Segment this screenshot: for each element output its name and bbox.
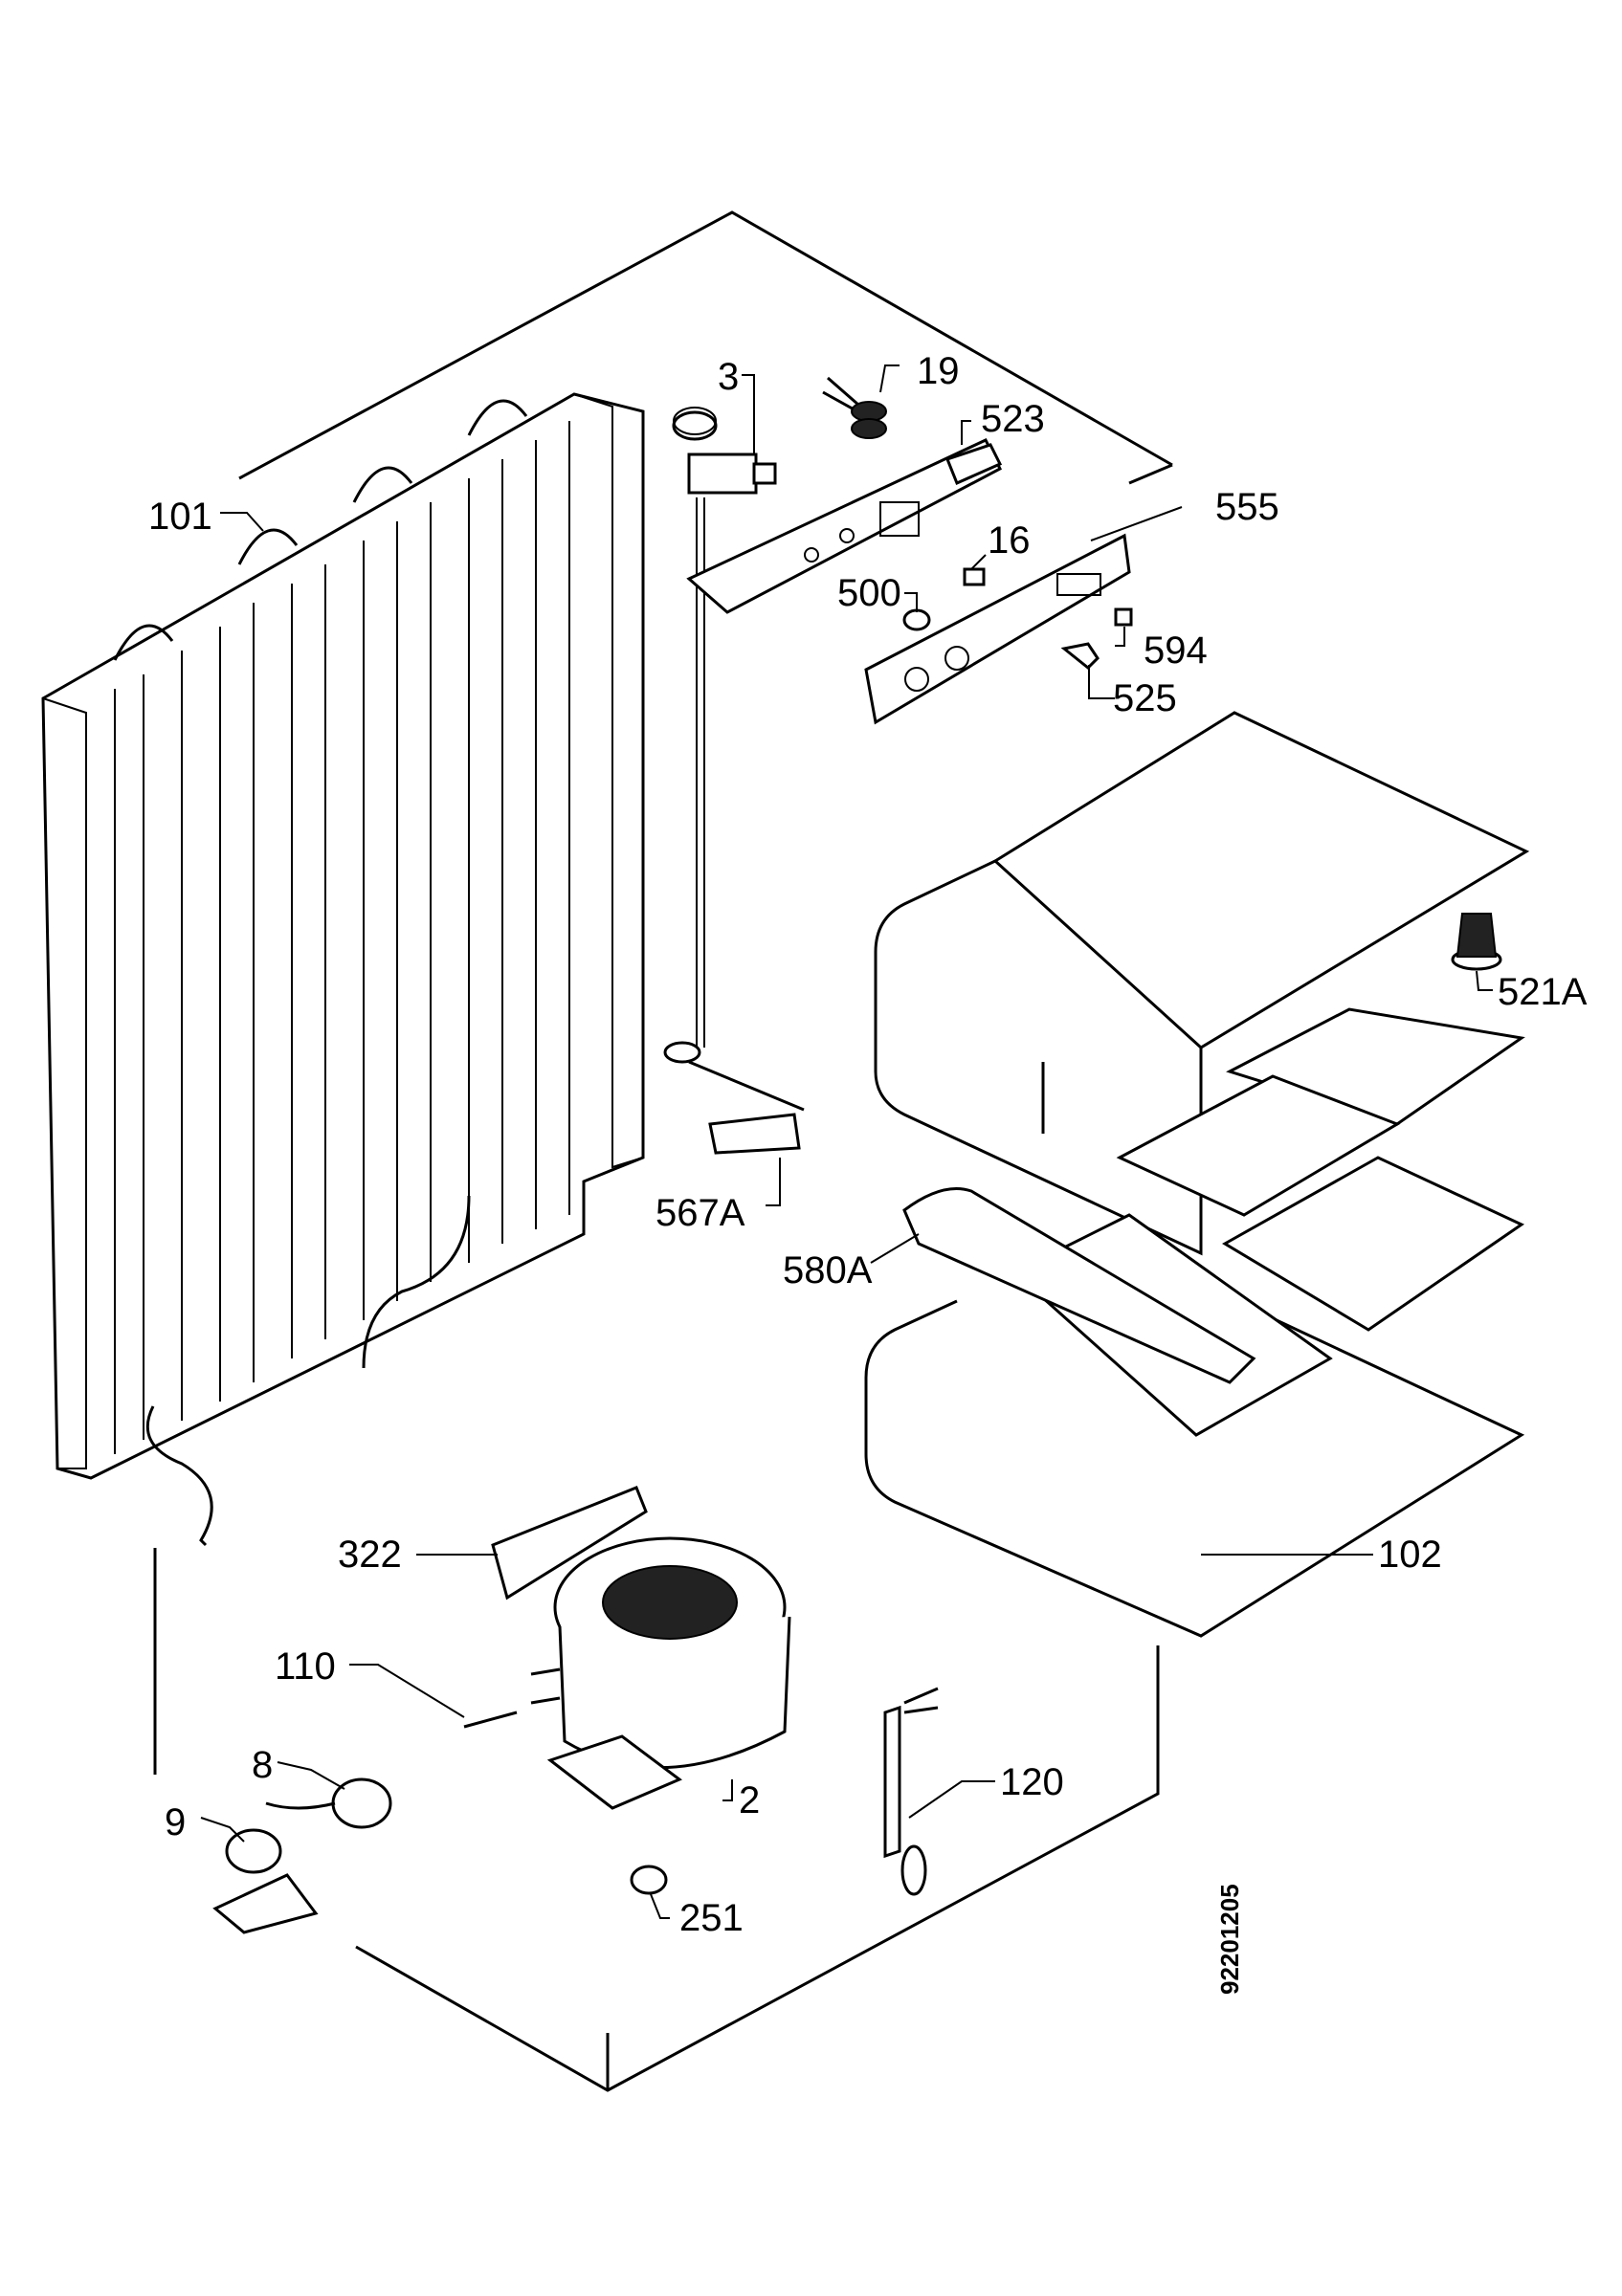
condenser — [41, 392, 645, 1547]
clip — [1114, 607, 1133, 627]
lamp-switch — [1060, 642, 1100, 671]
label-part-523: 523 — [981, 398, 1045, 440]
knob — [902, 608, 931, 631]
condenser-fins — [114, 421, 570, 1454]
label-part-120: 120 — [1000, 1761, 1064, 1803]
cabinet-shelves — [864, 711, 1530, 1638]
label-part-525: 525 — [1113, 677, 1177, 719]
drier-filter — [883, 1687, 939, 1896]
drain-channel — [902, 1187, 1256, 1384]
label-part-110: 110 — [275, 1645, 336, 1688]
label-part-594: 594 — [1144, 629, 1208, 672]
label-part-580A: 580A — [783, 1249, 873, 1292]
compressor — [530, 1536, 791, 1810]
label-part-2: 2 — [739, 1779, 761, 1821]
label-part-8: 8 — [252, 1744, 274, 1786]
leader-lines — [200, 364, 1493, 1919]
label-part-322: 322 — [338, 1534, 402, 1576]
control-panel — [864, 533, 1131, 725]
pin — [463, 1711, 518, 1729]
switch-cap — [963, 567, 986, 586]
label-part-102: 102 — [1378, 1534, 1442, 1576]
document-id: 92201205 — [1215, 1884, 1244, 1995]
label-part-3: 3 — [718, 356, 740, 398]
relay-holder — [212, 1828, 319, 1934]
thermostat — [663, 407, 805, 1112]
small-parts — [902, 567, 1133, 671]
nut — [630, 1865, 668, 1895]
label-part-101: 101 — [148, 496, 212, 538]
label-part-19: 19 — [917, 350, 960, 392]
label-part-521A: 521A — [1498, 971, 1588, 1013]
label-part-16: 16 — [988, 519, 1031, 562]
compressor-bracket — [491, 1486, 648, 1601]
label-part-251: 251 — [679, 1897, 744, 1939]
label-part-500: 500 — [837, 572, 901, 614]
cable-connector — [822, 376, 887, 439]
thermostat-bracket — [686, 438, 1003, 614]
label-part-555: 555 — [1215, 486, 1279, 528]
assembly-outline — [153, 210, 1173, 2092]
label-part-567A: 567A — [655, 1192, 745, 1234]
relay — [265, 1777, 392, 1829]
label-part-9: 9 — [165, 1801, 187, 1843]
fixing-plug — [1451, 913, 1502, 971]
sensor-clip — [708, 1113, 801, 1155]
